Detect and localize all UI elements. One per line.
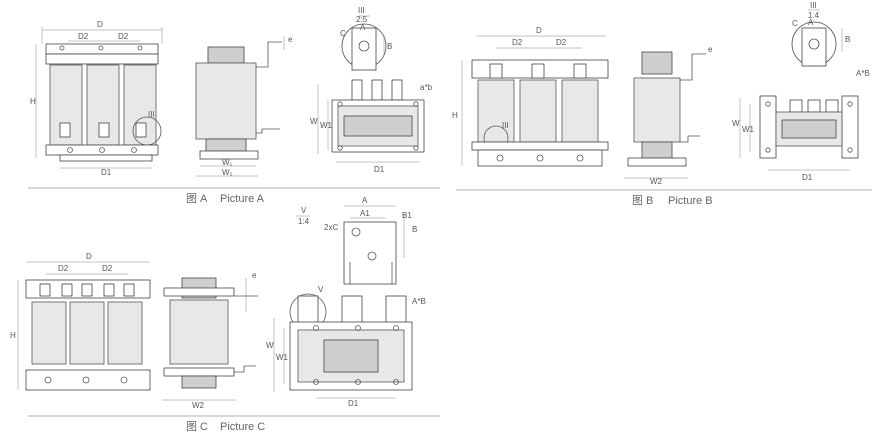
label-w2: W2 (192, 401, 205, 410)
label-scale-a: 2:5 (356, 15, 368, 24)
label-a1: A1 (360, 209, 370, 218)
label-d1: D1 (374, 165, 385, 174)
label-v: V (301, 206, 307, 215)
label-c: C (792, 19, 798, 28)
label-h: H (10, 331, 16, 340)
label-d2: D2 (78, 32, 89, 41)
label-h: H (30, 97, 36, 106)
picture-a-detail-iii: III 2:5 A C B (340, 6, 392, 71)
label-d: D (97, 20, 103, 29)
caption-a-en: Picture A (220, 193, 265, 205)
label-2xc: 2xC (324, 223, 338, 232)
label-w-inner: W₁ (222, 158, 233, 167)
label-w: W (732, 119, 740, 128)
label-w1: W1 (320, 121, 333, 130)
label-e: e (708, 45, 713, 54)
label-a: A (808, 18, 814, 27)
label-ab: A*B (412, 297, 426, 306)
caption-c-en: Picture C (220, 421, 265, 433)
label-w1: W1 (742, 125, 755, 134)
label-b: B (387, 42, 392, 51)
label-scale-c: 1:4 (298, 217, 310, 226)
label-e: e (252, 271, 257, 280)
label-d2: D2 (102, 264, 113, 273)
label-w: W (266, 341, 274, 350)
label-e: e (288, 35, 293, 44)
label-d1: D1 (348, 399, 359, 408)
label-d: D (536, 26, 542, 35)
picture-b-side-view: e W2 (624, 45, 713, 186)
picture-b: D D2 D2 H III e W2 III 1:4 A (452, 1, 872, 207)
label-iii: III (810, 1, 817, 10)
picture-c-detail-v: V 1:4 A A1 B1 B 2xC (296, 196, 417, 285)
label-w1: W1 (276, 353, 289, 362)
picture-a-front-view: D D2 D2 H D1 III (30, 20, 163, 177)
label-b: B (412, 225, 417, 234)
label-b: B (845, 35, 850, 44)
picture-c-front-view: D D2 D2 H (10, 252, 151, 391)
label-c: C (340, 29, 346, 38)
picture-b-top-view: W W1 D1 A*B (732, 69, 870, 182)
label-detail-iii: III (148, 110, 155, 119)
label-ab: a*b (420, 83, 433, 92)
label-ab: A*B (856, 69, 870, 78)
label-detail-v: V (318, 285, 324, 294)
caption-c-cn: 图 C (186, 420, 208, 433)
label-d: D (86, 252, 92, 261)
label-scale-b: 1:4 (808, 11, 820, 20)
picture-a-side-view: e W₁ W₂ (195, 35, 293, 177)
picture-b-detail-iii: III 1:4 A C B (791, 1, 850, 67)
caption-b-en: Picture B (668, 195, 713, 207)
label-d2: D2 (556, 38, 567, 47)
label-w-outer: W₂ (222, 168, 233, 177)
picture-a-top-view: W W1 D1 a*b (310, 79, 433, 174)
label-d2: D2 (58, 264, 69, 273)
label-d2: D2 (512, 38, 523, 47)
label-detail-iii: III (502, 121, 509, 130)
label-a: A (360, 23, 366, 32)
label-b1: B1 (402, 211, 412, 220)
label-h: H (452, 111, 458, 120)
label-w2: W2 (650, 177, 663, 186)
label-w: W (310, 117, 318, 126)
label-d1: D1 (802, 173, 813, 182)
picture-a: D D2 D2 H D1 III e W₁ W₂ (28, 6, 440, 205)
caption-a-cn: 图 A (186, 192, 208, 205)
picture-c-side-view: e W2 (162, 271, 258, 410)
label-d2: D2 (118, 32, 129, 41)
label-iii: III (358, 6, 365, 15)
picture-c-top-view: W W1 D1 A*B V (266, 285, 426, 408)
label-a: A (362, 196, 368, 205)
picture-c: D D2 D2 H e W2 (10, 196, 440, 433)
caption-b-cn: 图 B (632, 194, 653, 207)
picture-b-front-view: D D2 D2 H III (452, 26, 609, 167)
label-d1: D1 (101, 168, 112, 177)
